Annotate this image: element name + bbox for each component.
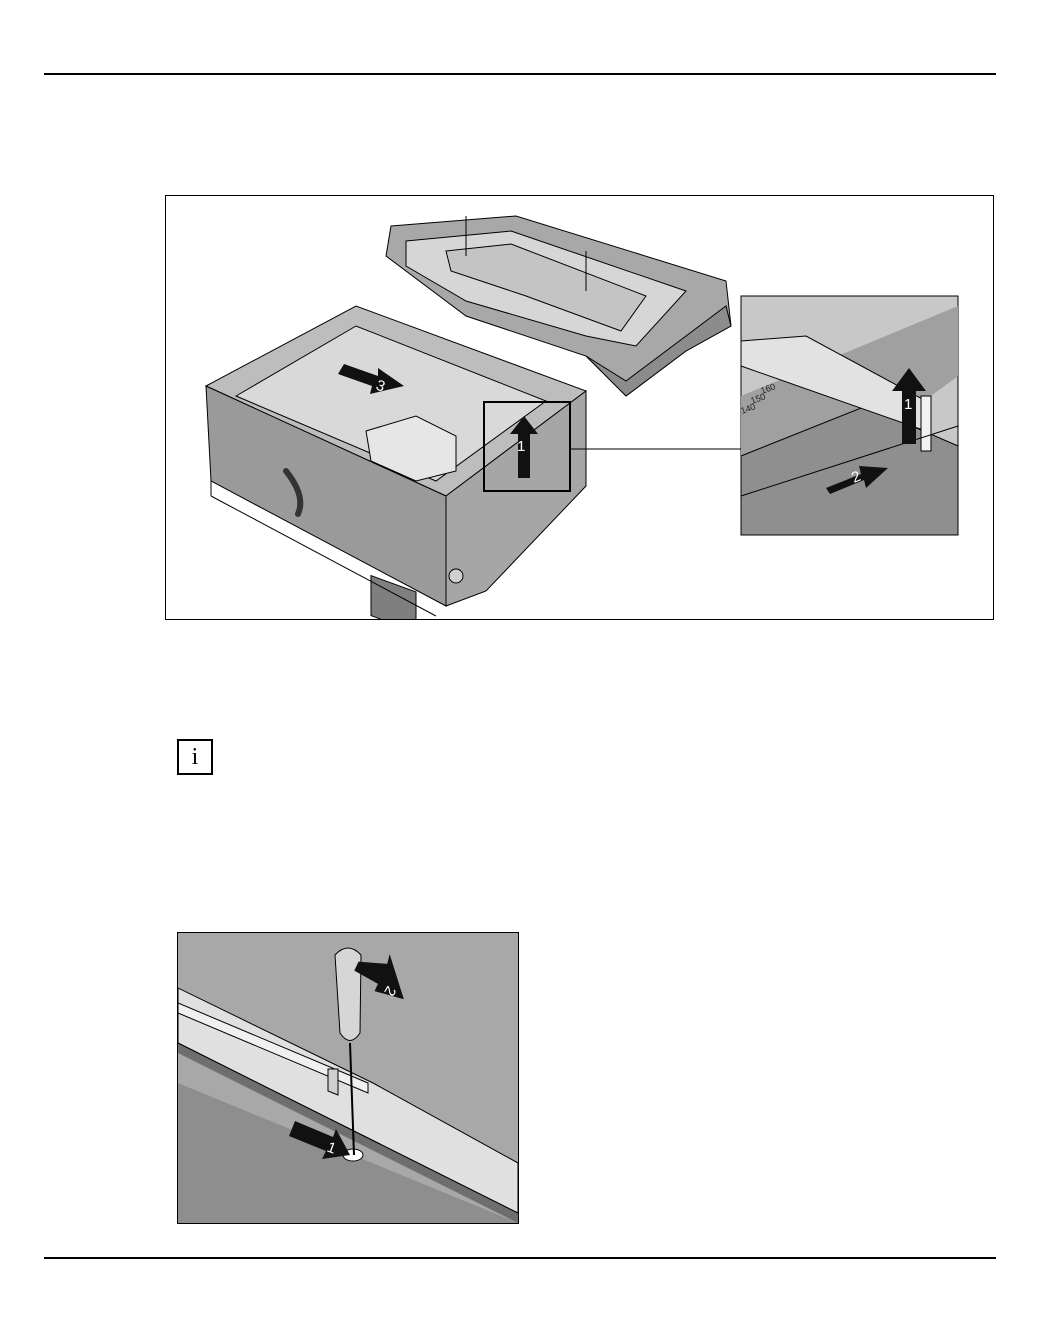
screwdriver — [334, 947, 362, 1156]
scale-mark-150: 150 — [749, 391, 767, 406]
detail-marker — [483, 401, 571, 492]
top-rule — [44, 73, 996, 75]
printer-drawing: 3 1 160 150 140 1 2 — [204, 215, 959, 619]
printer-illustration: 3 1 160 150 140 1 2 — [165, 195, 994, 620]
scale-mark-160: 160 — [759, 381, 777, 396]
front-label — [370, 574, 417, 619]
printer-side — [445, 390, 587, 607]
screwdriver-illustration: 1 2 — [177, 932, 519, 1224]
arrow-lift: 1 — [510, 416, 538, 478]
tray-inner — [445, 243, 647, 332]
print-carriage — [365, 415, 457, 482]
scale-mark-140: 140 — [739, 401, 757, 416]
detail-arrow-lift: 1 — [892, 368, 926, 444]
front-handle — [283, 468, 304, 517]
screwdriver-drawing: 1 2 — [178, 933, 518, 1223]
tray-lip — [585, 305, 732, 397]
info-icon: i — [177, 739, 213, 775]
detail-inset: 160 150 140 1 2 — [739, 295, 959, 536]
screw-arrow-insert: 1 — [289, 1121, 350, 1159]
detail-callout-lift: 1 — [904, 396, 912, 413]
rail-upper — [178, 1002, 369, 1094]
bottom-rule — [44, 1257, 996, 1259]
callout-lift: 1 — [517, 438, 525, 455]
